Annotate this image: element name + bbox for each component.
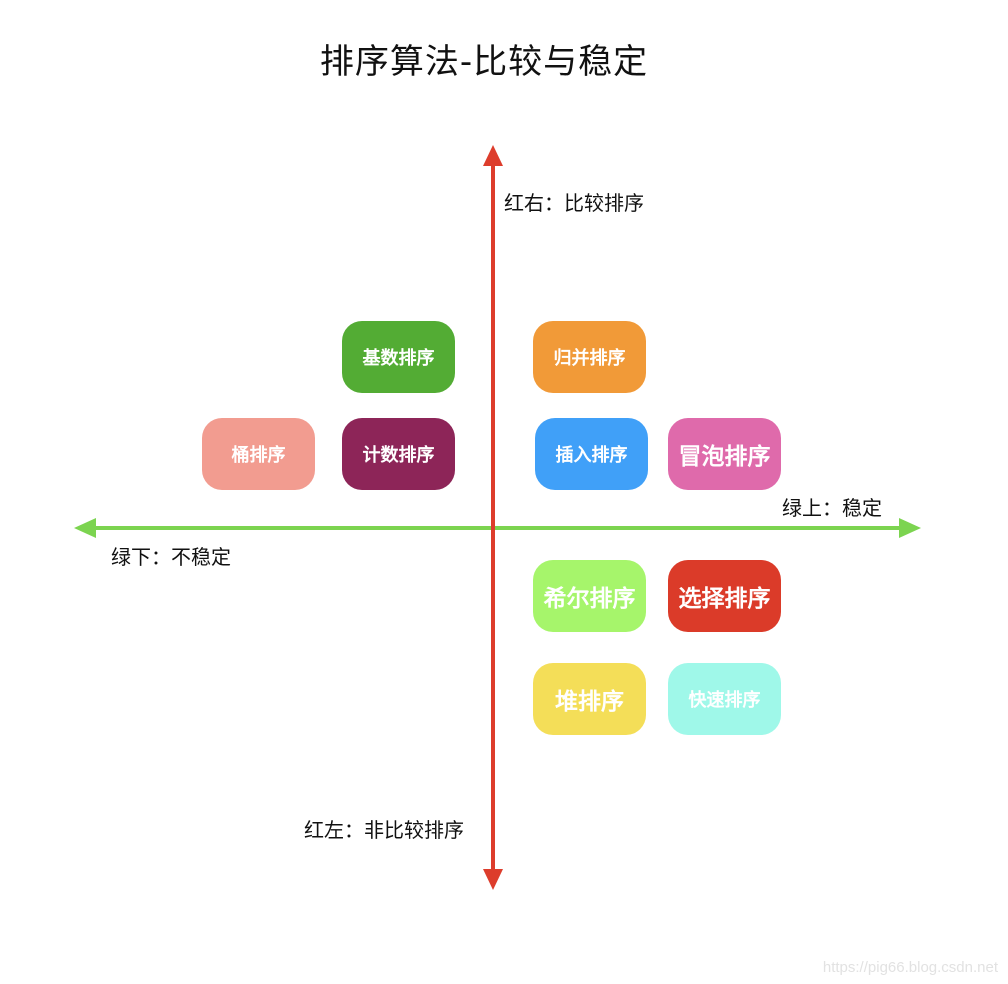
shell-sort-box: 希尔排序 <box>533 560 646 632</box>
horizontal-axis-left-arrow <box>74 518 96 538</box>
counting-sort-box: 计数排序 <box>342 418 455 490</box>
vertical-axis-top-arrow <box>483 145 503 166</box>
merge-sort-box: 归并排序 <box>533 321 646 393</box>
label-stable: 绿上：稳定 <box>782 496 882 520</box>
bubble-sort-box: 冒泡排序 <box>668 418 781 490</box>
insertion-sort-box: 插入排序 <box>535 418 648 490</box>
quick-sort-box: 快速排序 <box>668 663 781 735</box>
diagram-title: 排序算法-比较与稳定 <box>319 42 649 82</box>
label-comparison-sort: 红右：比较排序 <box>504 191 644 215</box>
selection-sort-box: 选择排序 <box>668 560 781 632</box>
radix-sort-box: 基数排序 <box>342 321 455 393</box>
heap-sort-box: 堆排序 <box>533 663 646 735</box>
label-non-comparison-sort: 红左：非比较排序 <box>304 818 464 842</box>
bucket-sort-box: 桶排序 <box>202 418 315 490</box>
label-unstable: 绿下：不稳定 <box>111 545 231 569</box>
horizontal-axis-right-arrow <box>899 518 921 538</box>
vertical-axis-bottom-arrow <box>483 869 503 890</box>
watermark: https://pig66.blog.csdn.net <box>822 959 998 976</box>
